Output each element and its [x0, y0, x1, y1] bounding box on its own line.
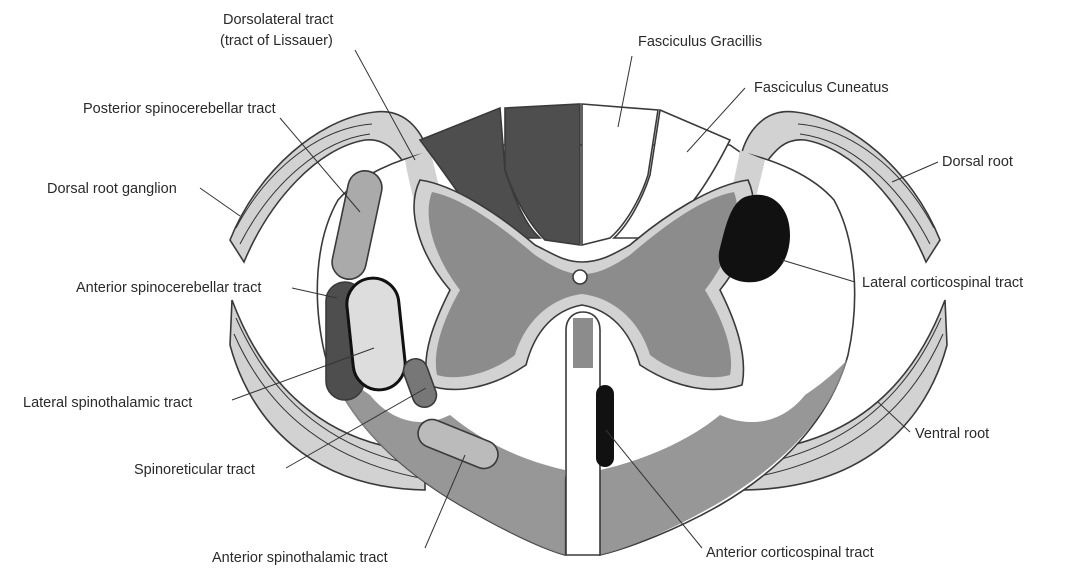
label-dorsolateral-tract: Dorsolateral tract: [223, 12, 333, 28]
label-lateral-corticospinal-tract: Lateral corticospinal tract: [862, 275, 1023, 291]
label-ventral-root: Ventral root: [915, 426, 989, 442]
label-dorsal-root: Dorsal root: [942, 154, 1013, 170]
label-dorsolateral-tract-subtitle: (tract of Lissauer): [220, 33, 333, 49]
label-anterior-spinothalamic-tract: Anterior spinothalamic tract: [212, 550, 388, 566]
central-canal: [573, 270, 587, 284]
label-fasciculus-cuneatus: Fasciculus Cuneatus: [754, 80, 889, 96]
label-anterior-corticospinal-tract: Anterior corticospinal tract: [706, 545, 874, 561]
label-lateral-spinothalamic-tract: Lateral spinothalamic tract: [23, 395, 192, 411]
label-fasciculus-gracilis: Fasciculus Gracillis: [638, 34, 762, 50]
label-spinoreticular-tract: Spinoreticular tract: [134, 462, 255, 478]
anterior-median-fissure-shading: [573, 318, 593, 368]
anterior-corticospinal-tract-shape: [596, 385, 614, 467]
label-dorsal-root-ganglion: Dorsal root ganglion: [47, 181, 177, 197]
label-anterior-spinocerebellar-tract: Anterior spinocerebellar tract: [76, 280, 261, 296]
label-posterior-spinocerebellar-tract: Posterior spinocerebellar tract: [83, 101, 276, 117]
